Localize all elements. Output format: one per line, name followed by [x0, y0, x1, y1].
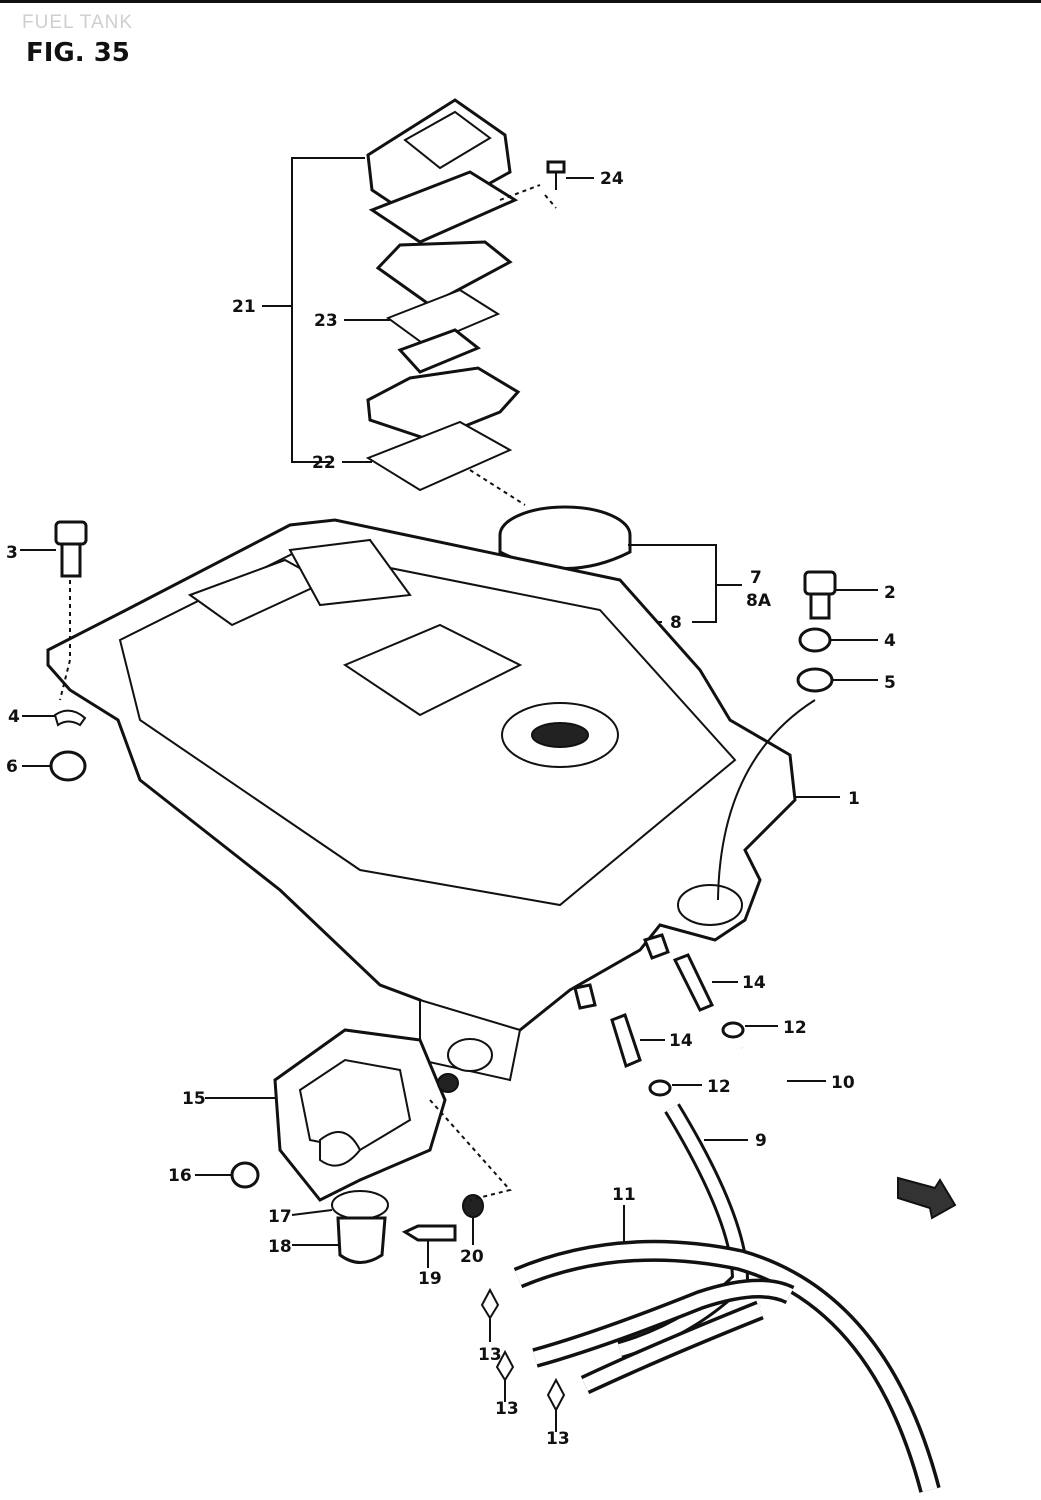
label-11: 11	[612, 1185, 636, 1205]
filter-cup-18	[336, 1216, 387, 1264]
tank-filler-opening	[531, 722, 589, 748]
washer-4-right	[798, 627, 832, 653]
filter-base-part	[366, 366, 521, 442]
bolt-2-shank	[809, 592, 831, 620]
callout-labels: 1 2 3 4 4 5 6 7 8A 8 9 10 11 12 12 13 13…	[6, 169, 896, 1449]
filter-guide-line	[499, 184, 541, 201]
label-13-c: 13	[546, 1429, 570, 1449]
washer-4-left	[53, 709, 87, 727]
label-22: 22	[312, 453, 336, 473]
filter-gasket-22	[365, 420, 513, 492]
label-14-upper: 14	[742, 973, 766, 993]
label-8a: 8A	[746, 591, 772, 611]
tank-outlet-hole	[447, 1038, 493, 1072]
label-13-a: 13	[478, 1345, 502, 1365]
clip-13-c	[546, 1377, 566, 1413]
label-12-upper: 12	[783, 1018, 807, 1038]
washer-5	[796, 667, 834, 693]
filter-element-part	[375, 240, 513, 307]
label-18: 18	[268, 1237, 292, 1257]
clamp-14-upper	[672, 953, 715, 1012]
fuel-cock-outlet	[437, 1073, 459, 1093]
nut-6	[49, 750, 87, 782]
filter-to-tank-guide	[469, 469, 526, 506]
label-6: 6	[6, 757, 18, 777]
fuel-cock-guide	[429, 1099, 512, 1201]
o-ring-17	[331, 1190, 389, 1220]
hose-11	[515, 1243, 938, 1492]
label-19: 19	[418, 1269, 442, 1289]
bolt-2-head	[803, 570, 837, 596]
filter-assembly	[262, 98, 594, 506]
label-15: 15	[182, 1089, 206, 1109]
leader-17	[291, 1209, 333, 1216]
label-16: 16	[168, 1166, 192, 1186]
clip-12-lower	[648, 1079, 672, 1097]
filter-insert-part	[397, 328, 481, 374]
hose-lower-a	[533, 1282, 793, 1365]
tank-nipple-b	[643, 933, 670, 960]
screw-24-head	[546, 160, 566, 174]
tank-nipple-a	[573, 983, 597, 1010]
hose-assembly	[480, 953, 941, 1493]
label-7: 7	[750, 568, 762, 588]
label-24: 24	[600, 169, 624, 189]
filter-cover-window	[403, 110, 492, 170]
label-23: 23	[314, 311, 338, 331]
clip-13-a	[480, 1287, 500, 1320]
page-caption: FUEL TANK	[22, 12, 134, 33]
label-12-lower: 12	[707, 1077, 731, 1097]
screw-19	[401, 1224, 457, 1242]
label-8: 8	[670, 613, 682, 633]
label-13-b: 13	[495, 1399, 519, 1419]
filter-plate-part	[368, 170, 519, 244]
label-21: 21	[232, 297, 256, 317]
label-20: 20	[460, 1247, 484, 1267]
fuel-cock-lever	[319, 1131, 362, 1167]
clip-12-upper	[721, 1021, 745, 1039]
bracket-21	[291, 157, 365, 463]
label-2: 2	[884, 583, 896, 603]
fuel-tank-body	[46, 518, 840, 1082]
bolt-3-guide	[59, 580, 71, 701]
label-5: 5	[884, 673, 896, 693]
bolt-3-shank	[60, 542, 82, 578]
bolt-2-guide	[717, 699, 816, 901]
bolt-3-head	[54, 520, 88, 546]
label-3: 3	[6, 543, 18, 563]
label-4-right: 4	[884, 631, 896, 651]
fuel-cock-assembly	[195, 1028, 512, 1268]
label-10: 10	[831, 1073, 855, 1093]
washer-20	[462, 1194, 484, 1218]
filter-gasket-23	[385, 288, 501, 347]
figure-number: FIG. 35	[26, 38, 130, 68]
hose-lower-b	[582, 1303, 763, 1391]
label-9: 9	[755, 1131, 767, 1151]
top-border-line	[0, 0, 1041, 3]
label-1: 1	[848, 789, 860, 809]
label-4-left: 4	[8, 707, 20, 727]
screw-24-guide	[544, 194, 557, 209]
hose-9	[618, 1104, 747, 1356]
screw-16	[230, 1161, 260, 1189]
fuel-cock-face	[298, 1058, 412, 1152]
label-14-lower: 14	[669, 1031, 693, 1051]
tank-hardware	[20, 520, 878, 782]
bracket-7-8a	[628, 544, 717, 623]
tank-mount-boss	[677, 884, 743, 926]
front-arrow-icon	[897, 1176, 957, 1220]
label-17: 17	[268, 1207, 292, 1227]
tank-recess-center	[288, 538, 412, 607]
clamp-14-lower	[610, 1013, 642, 1069]
tank-filter-mount	[342, 623, 523, 717]
